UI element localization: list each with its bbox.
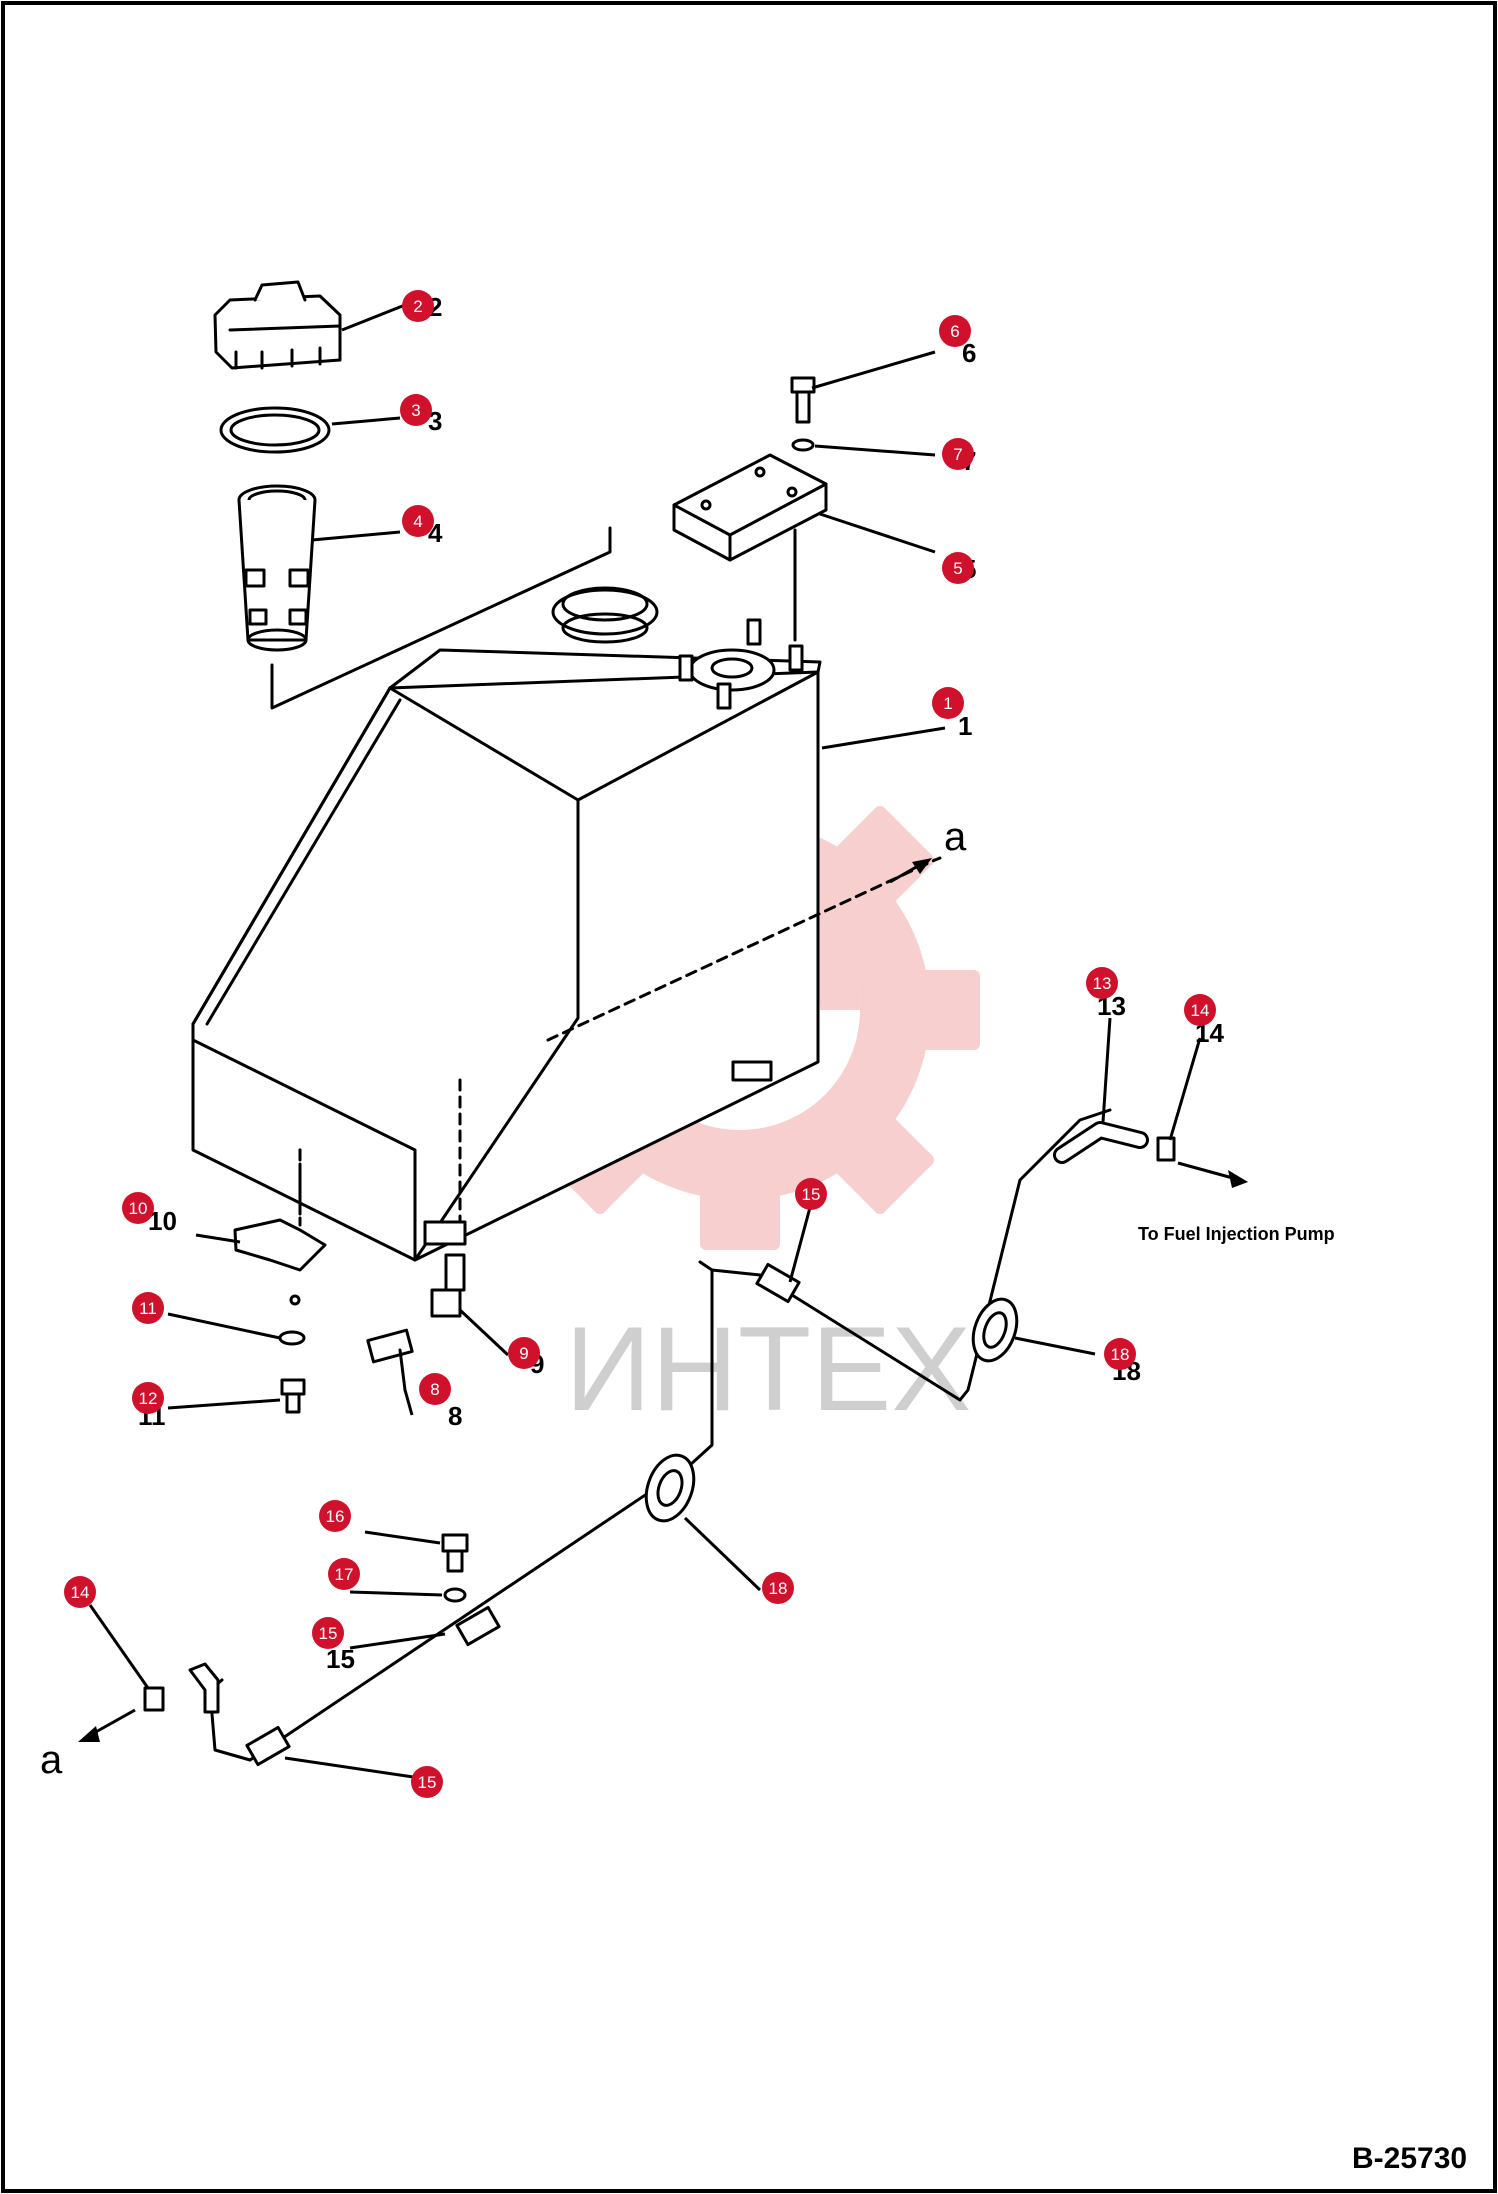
callout-14-right[interactable]: 14 [1184,994,1216,1026]
callout-2[interactable]: 2 [402,290,434,322]
callout-4[interactable]: 4 [402,505,434,537]
callout-1[interactable]: 1 [932,687,964,719]
svg-text:5: 5 [953,559,962,578]
clamp-bolt [441,1533,469,1553]
figure-code: B-25730 [1352,2142,1467,2175]
callout-3[interactable]: 3 [400,394,432,426]
filler-bracket [270,526,612,710]
svg-text:10: 10 [129,1199,148,1218]
mount-bracket [233,1148,327,1414]
svg-text:15: 15 [319,1624,338,1643]
reference-label-a-bottom: a [40,1738,63,1782]
callout-15-upper[interactable]: 15 [795,1178,827,1210]
svg-text:2: 2 [413,297,422,316]
svg-text:7: 7 [953,445,962,464]
printed-number-15: 15 [326,1644,355,1674]
callout-18-upper[interactable]: 18 [1104,1338,1136,1370]
drain-valve [366,1253,466,1392]
callout-10[interactable]: 10 [122,1192,154,1224]
printed-number-3: 3 [428,406,442,436]
flow-direction-note: To Fuel Injection Pump [1138,1224,1335,1244]
filler-cap [213,280,342,370]
water-separator-upper [971,1297,1019,1363]
svg-text:14: 14 [71,1583,90,1602]
hose-clamp-low [245,1725,291,1767]
svg-text:9: 9 [519,1344,528,1363]
svg-text:16: 16 [326,1507,345,1526]
callout-12[interactable]: 11 [132,1292,164,1324]
callout-6[interactable]: 6 [939,315,971,347]
callout-badges: 2 3 4 6 7 5 1 13 14 15 10 11 9 18 12 8 1… [64,290,1216,1798]
hose-plug-right [1156,1136,1176,1162]
printed-number-8: 8 [448,1401,462,1431]
callout-8[interactable]: 8 [419,1373,451,1405]
reference-label-a-top: a [944,815,967,859]
gasket [219,406,331,454]
svg-text:13: 13 [1093,974,1112,993]
hose-clamp-upper [755,1262,801,1304]
hose-plug-left [143,1686,165,1712]
sender-plate [672,376,828,642]
svg-text:18: 18 [769,1579,788,1598]
svg-text:15: 15 [802,1185,821,1204]
printed-number-1: 1 [958,711,972,741]
callout-14-left[interactable]: 14 [64,1576,96,1608]
callout-16[interactable]: 16 [319,1500,351,1532]
callout-9[interactable]: 9 [508,1337,540,1369]
callout-15-lower[interactable]: 15 [411,1766,443,1798]
svg-text:11: 11 [139,1299,157,1318]
svg-text:12: 12 [139,1389,158,1408]
callout-13[interactable]: 13 [1086,967,1118,999]
svg-text:3: 3 [411,401,420,420]
callout-11[interactable]: 12 [132,1382,164,1414]
printed-number-6: 6 [962,338,976,368]
watermark-text: ИНТЕХ [565,1302,971,1436]
svg-text:15: 15 [418,1773,437,1792]
svg-text:14: 14 [1191,1001,1210,1020]
svg-text:8: 8 [430,1380,439,1399]
leader-lines [88,303,1202,1780]
callout-7[interactable]: 7 [942,438,974,470]
svg-text:17: 17 [335,1565,354,1584]
callout-15-mid[interactable]: 15 [312,1617,344,1649]
svg-text:18: 18 [1111,1345,1130,1364]
svg-text:6: 6 [950,322,959,341]
callout-5[interactable]: 5 [942,552,974,584]
fuel-tank [191,586,822,1262]
reference-line-a-tip [933,856,942,862]
callout-17[interactable]: 17 [328,1558,360,1590]
strainer [237,484,317,652]
water-separator-lower [644,1453,696,1523]
fuel-system-drawing [143,280,1176,1767]
svg-text:1: 1 [943,694,952,713]
callout-18-lower[interactable]: 18 [762,1572,794,1604]
svg-text:4: 4 [413,512,422,531]
hose-clamp-mid [455,1605,501,1647]
